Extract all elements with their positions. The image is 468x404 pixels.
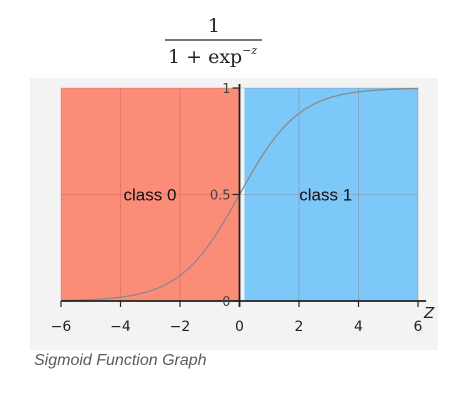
chart-caption: Sigmoid Function Graph [34,352,207,369]
x-tick-label: −2 [170,319,191,335]
y-tick-label: 1 [222,82,230,97]
title-exponent: −z [242,44,257,57]
title-denominator: 1 + exp−z [168,44,257,68]
region-label: class 0 [124,186,177,205]
x-tick-label: −6 [51,319,72,335]
y-tick-label: 0.5 [210,189,231,204]
y-tick-label: 0 [222,295,230,310]
x-tick-label: 6 [414,319,423,335]
title-denominator-base: 1 + exp [168,46,242,68]
x-tick-label: −4 [110,319,131,335]
x-axis-label: Z [423,304,435,322]
region-labels: class 0 class 1 [124,186,353,205]
title-numerator: 1 [208,15,220,37]
class-regions [61,88,418,301]
x-tick-label: 2 [295,319,304,335]
tick-labels: −6 −4 −2 0 2 4 6 0 0.5 1 [51,82,423,335]
axes [60,84,426,307]
x-tick-label: 0 [235,319,244,335]
region-class-0 [61,88,240,301]
region-label: class 1 [299,186,352,205]
x-tick-label: 4 [354,319,363,335]
region-class-1 [244,88,418,301]
chart-title: 1 1 + exp−z [165,15,262,68]
